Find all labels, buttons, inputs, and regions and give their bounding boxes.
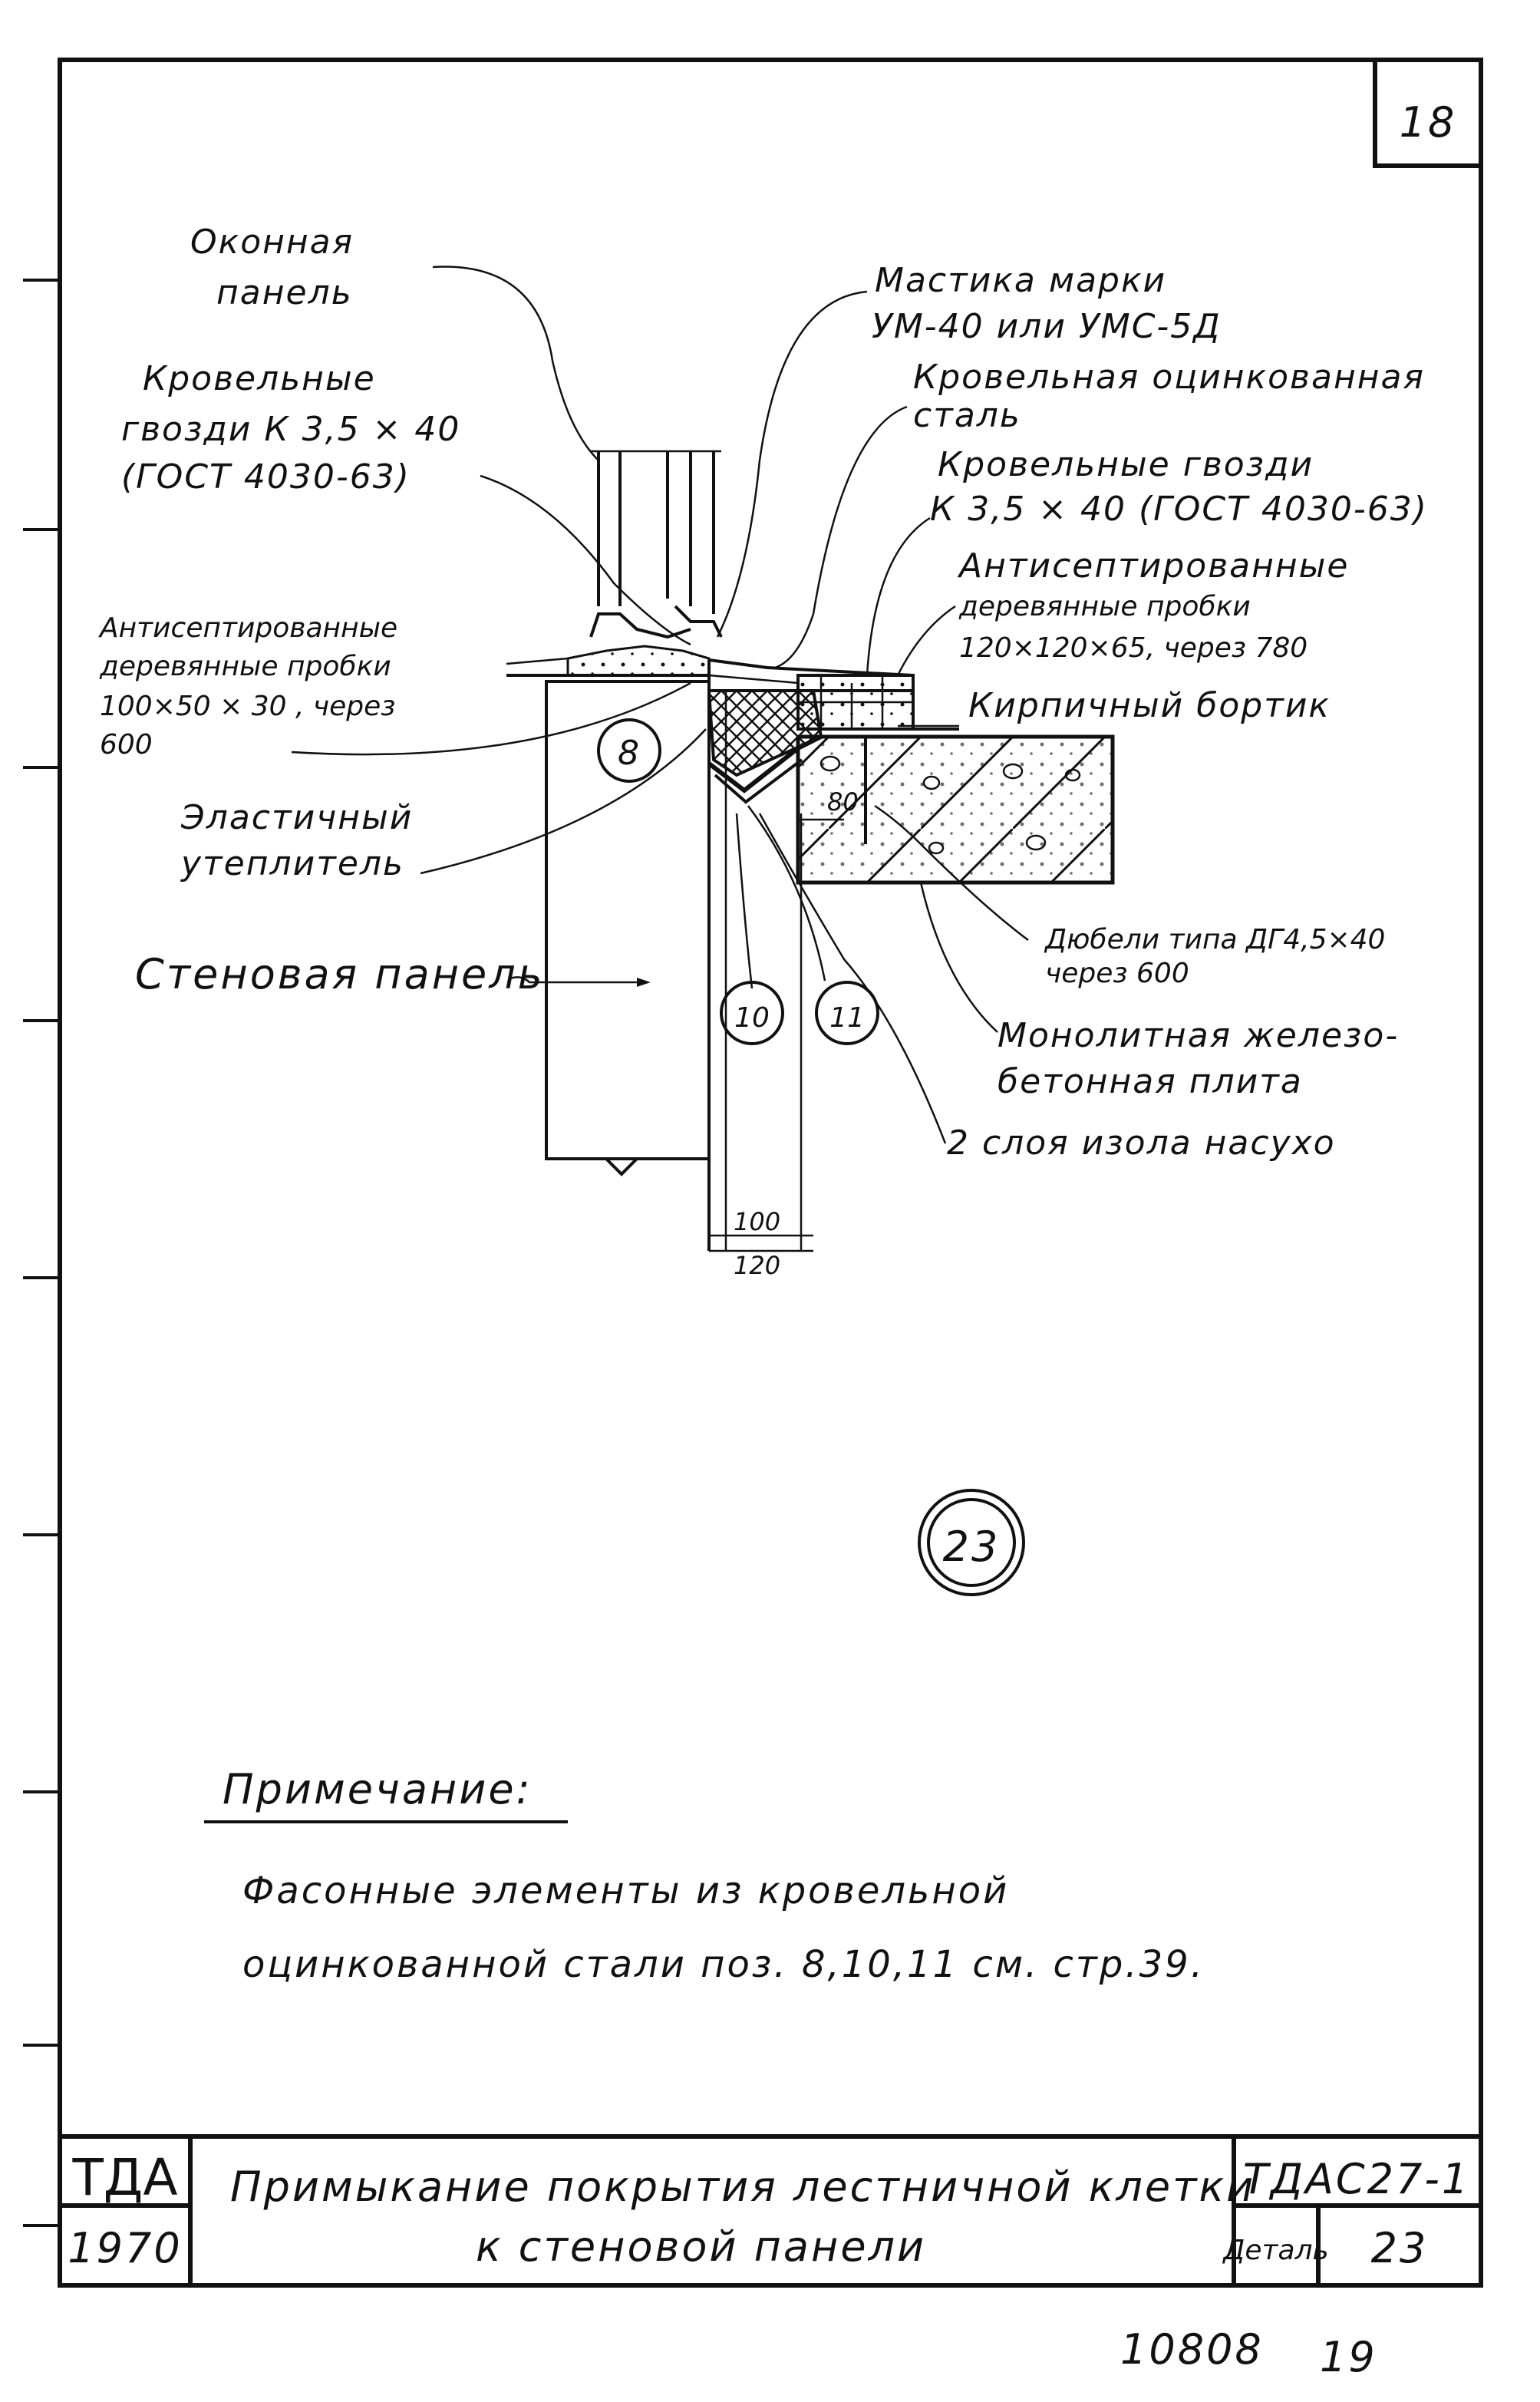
title-line-1: Примыкание покрытия лестничной клетки xyxy=(230,2163,1255,2211)
sheet-number: 18 xyxy=(1400,98,1457,147)
left-sill xyxy=(506,645,711,677)
label-plugs-right-2: деревянные пробки xyxy=(958,591,1251,622)
label-plugs-left-3: 100×50 × 30 , через xyxy=(100,691,395,722)
detail-number: 23 xyxy=(1371,2224,1429,2272)
slab-thickness-dim: 80 xyxy=(827,787,859,817)
note-line-1: Фасонные элементы из кровельной xyxy=(242,1869,1009,1912)
label-steel-2: сталь xyxy=(913,396,1021,435)
org-name: ТДА xyxy=(71,2148,177,2207)
label-brick-curb: Кирпичный бортик xyxy=(968,686,1331,725)
label-plugs-left-4: 600 xyxy=(100,729,153,761)
callouts-right: Мастика марки УМ-40 или УМС-5Д Кровельна… xyxy=(872,261,1428,1163)
dim-lower: 120 xyxy=(734,1251,780,1280)
label-insulation-2: утеплитель xyxy=(180,844,404,883)
detail-label: Деталь xyxy=(1222,2235,1329,2266)
position-mark-10: 10 xyxy=(720,981,784,1045)
label-window-panel-2: панель xyxy=(216,273,353,312)
label-nails-left-3: (ГОСТ 4030-63) xyxy=(121,457,411,497)
label-isol: 2 слоя изола насухо xyxy=(947,1123,1336,1163)
label-window-panel-1: Оконная xyxy=(190,223,354,262)
label-nails-left-2: гвозди К 3,5 × 40 xyxy=(121,410,460,449)
svg-text:23: 23 xyxy=(943,1523,1001,1571)
leader-lines xyxy=(291,266,1029,1144)
label-plugs-right-3: 120×120×65, через 780 xyxy=(959,632,1308,664)
position-mark-8: 8 xyxy=(597,718,661,783)
elastic-insulation xyxy=(707,689,823,777)
dimension-lines: 100 120 xyxy=(709,1207,813,1280)
title-line-2: к стеновой панели xyxy=(476,2222,926,2271)
year: 1970 xyxy=(68,2224,182,2272)
label-nails-right-1: Кровельные гвозди xyxy=(938,445,1314,484)
label-slab-2: бетонная плита xyxy=(998,1062,1303,1101)
svg-text:11: 11 xyxy=(829,1002,865,1034)
detail-mark: 23 xyxy=(918,1489,1025,1596)
label-plugs-right-1: Антисептированные xyxy=(957,546,1349,586)
sheet-frame xyxy=(23,58,1483,2288)
position-mark-11: 11 xyxy=(815,981,879,1045)
detail-drawing: 80 100 120 xyxy=(506,450,1115,1280)
window-panel xyxy=(589,450,723,639)
note-block: Примечание: Фасонные элементы из кровель… xyxy=(204,1765,1205,1986)
series-code: ТДАС27-1 xyxy=(1243,2155,1470,2203)
label-slab-1: Монолитная железо- xyxy=(998,1016,1399,1055)
svg-text:10: 10 xyxy=(734,1002,770,1034)
label-wall-panel: Стеновая панель xyxy=(135,950,545,998)
sheet-number-box: 18 xyxy=(1373,58,1483,168)
label-steel-1: Кровельная оцинкованная xyxy=(913,358,1425,397)
label-dowels-2: через 600 xyxy=(1045,958,1189,989)
label-mastic-2: УМ-40 или УМС-5Д xyxy=(872,307,1222,346)
archive-number: 10808 xyxy=(1120,2325,1264,2374)
archive-page: 19 xyxy=(1320,2333,1377,2381)
dim-upper: 100 xyxy=(734,1207,780,1236)
label-mastic-1: Мастика марки xyxy=(875,261,1166,300)
title-block: ТДА 1970 Примыкание покрытия лестничной … xyxy=(60,2134,1481,2285)
label-nails-right-2: К 3,5 × 40 (ГОСТ 4030-63) xyxy=(930,490,1428,529)
label-dowels-1: Дюбели типа ДГ4,5×40 xyxy=(1044,924,1385,955)
callouts-left: Оконная панель Кровельные гвозди К 3,5 ×… xyxy=(98,223,545,998)
label-nails-left-1: Кровельные xyxy=(143,359,376,398)
label-plugs-left-1: Антисептированные xyxy=(98,612,397,644)
label-insulation-1: Эластичный xyxy=(180,798,413,837)
note-line-2: оцинкованной стали поз. 8,10,11 см. стр.… xyxy=(242,1943,1205,1986)
label-plugs-left-2: деревянные пробки xyxy=(99,651,391,682)
note-heading: Примечание: xyxy=(223,1765,533,1813)
svg-text:8: 8 xyxy=(618,734,641,773)
